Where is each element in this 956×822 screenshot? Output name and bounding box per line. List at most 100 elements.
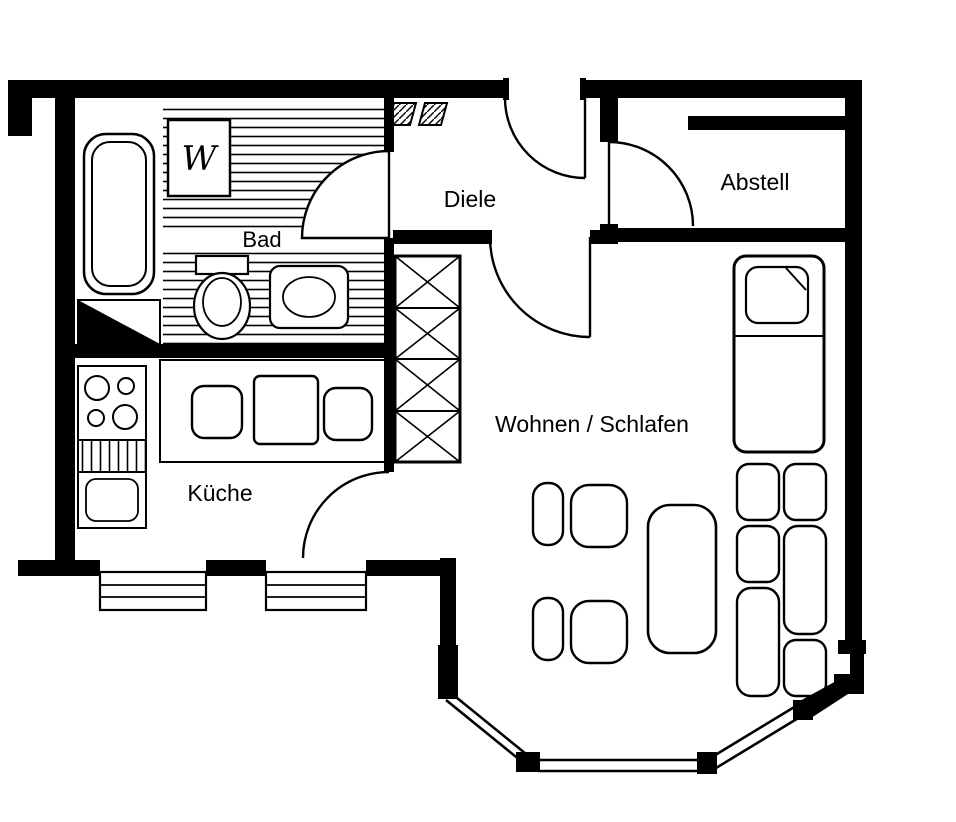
wall-bottom-segment [18,560,100,576]
wall-right [845,85,862,645]
hall [386,97,587,180]
living-room-door-swing [488,236,591,339]
bathroom: W [77,118,391,345]
pillow-fold-line [785,267,807,291]
sink-basin [282,276,336,318]
bay-window [445,691,801,773]
room-label-kueche: Küche [187,480,252,506]
counter-module-large [252,374,320,446]
wall-entry-tick-left [503,78,509,100]
room-label-wohnen-schlafen: Wohnen / Schlafen [495,411,689,437]
wardrobe [735,462,828,698]
kitchen-sink [77,471,147,529]
toilet-bowl-inner [202,277,242,327]
wall-hall-south [393,230,492,244]
kitchen-unit-hatched [77,439,147,473]
bed-pillow [744,265,810,325]
bathtub [82,132,156,296]
bathroom-door-swing [300,149,391,240]
chair [531,596,565,662]
wall-entry-tick-right [580,78,586,100]
shower-block [77,299,161,345]
bathroom-door [300,149,391,240]
chair [531,481,565,547]
wall-storage-niche [688,116,845,130]
burner [84,375,110,401]
bathtub-inner [91,141,147,287]
wardrobe-module-tall [735,586,781,698]
chimney-brace [394,307,461,360]
wall-left [55,98,75,576]
shower-block-triangle [78,300,160,344]
wall-bath-east-upper [384,98,394,152]
labels: Bad Diele Abstell Küche Wohnen / Schlafe… [187,169,789,506]
wardrobe-module [782,462,828,522]
burner [87,409,105,427]
wardrobe-module [735,462,781,522]
wall-bay-corner [516,752,540,772]
wall-top-left [8,80,480,98]
window [98,570,208,612]
bay-window-pane [445,698,527,767]
entrance-door-swing [503,97,586,180]
wall-bay-frame-left [438,645,458,699]
burner [112,404,138,430]
storage-door-swing [608,140,695,227]
window [264,570,368,612]
duct-vent [417,102,449,126]
chimney-brace [394,255,461,309]
stove-outline [77,365,147,441]
burner [117,377,135,395]
chairs [531,481,629,665]
toilet [192,254,252,341]
living-room [393,236,828,773]
walls [8,78,866,774]
wardrobe-module [782,638,828,698]
bay-window-pane [715,715,801,770]
bed [732,254,826,454]
storage [607,140,695,227]
chair [569,599,629,665]
counter-module [322,386,374,442]
chimney-brace [394,358,461,412]
counter-module [190,384,244,440]
wall-kitchen-east [384,352,394,472]
washing-machine-label: W [182,139,220,179]
stove [77,365,147,441]
washing-machine-box [166,118,232,198]
room-label-diele: Diele [444,186,496,212]
kitchen-windows [98,570,368,612]
kitchen-counter [159,359,391,463]
wall-bottom-segment [206,560,266,576]
wall-bay-frame-right [798,680,848,720]
table [646,503,718,655]
wall-right-step-v [850,640,864,694]
room-label-bad: Bad [242,227,281,252]
wall-corner-top-left [8,80,32,136]
toilet-tank [194,254,250,276]
wall-bath-south [73,344,393,358]
washing-machine: W [166,118,232,198]
wall-storage-south [600,228,848,242]
chimney-shaft [393,254,462,464]
wall-bath-east-lower [384,238,394,352]
wall-bottom-segment [366,560,456,576]
wall-entry-frame-left [480,80,505,98]
wall-living-west [440,558,456,654]
room-label-abstell: Abstell [720,169,789,195]
kitchen [77,359,391,612]
living-room-door [488,236,592,339]
chimney-brace [394,410,461,463]
wall-hall-storage-upper [600,98,618,142]
wardrobe-module [735,524,781,584]
bathroom-sink [268,264,350,330]
bay-window-pane [450,691,532,760]
wall-bay-corner [697,752,717,774]
chair [569,483,629,549]
bay-window-pane [711,704,797,759]
wardrobe-module-tall [782,524,828,636]
wall-top-right [585,80,862,98]
kitchen-sink-basin [85,478,139,522]
